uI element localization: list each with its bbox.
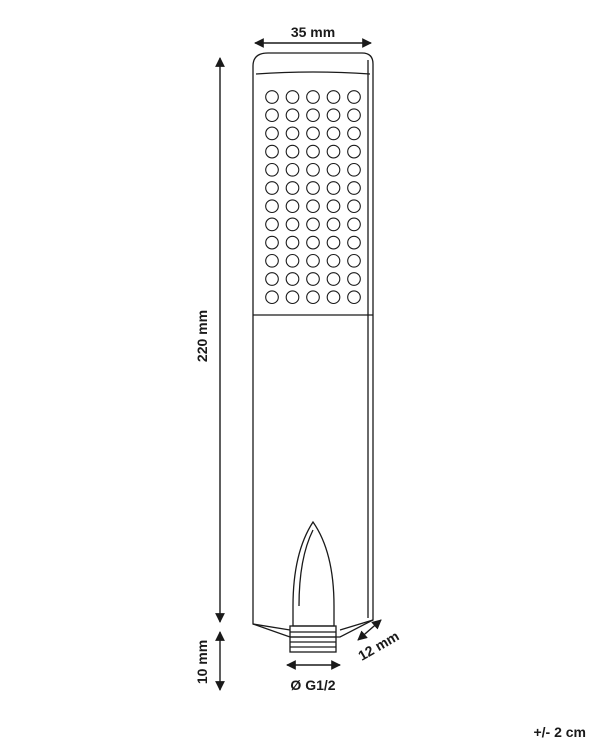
nozzle <box>285 108 300 123</box>
nozzle <box>326 199 341 214</box>
nozzle <box>326 235 341 250</box>
nozzle <box>285 162 300 177</box>
nozzle <box>306 272 320 286</box>
nozzle <box>285 235 300 250</box>
nozzle <box>306 108 320 123</box>
nozzle <box>347 290 361 305</box>
nozzle <box>326 272 341 286</box>
nozzle <box>265 272 279 286</box>
nozzle <box>265 181 279 195</box>
nozzle <box>265 199 279 214</box>
nozzle <box>265 217 279 232</box>
tolerance-note: +/- 2 cm <box>533 724 586 740</box>
nozzle <box>285 181 300 195</box>
nozzle <box>306 144 320 159</box>
nozzle <box>306 181 320 195</box>
nozzle <box>347 272 361 286</box>
nozzle <box>285 199 300 214</box>
nozzle <box>326 126 341 141</box>
nozzle <box>285 272 300 286</box>
nozzle <box>347 217 361 232</box>
nozzle <box>306 235 320 250</box>
nozzle <box>326 162 341 177</box>
nozzle <box>285 90 300 104</box>
nozzle <box>347 126 361 141</box>
nozzle <box>326 144 341 159</box>
nozzle <box>347 235 361 250</box>
width-label: 35 mm <box>291 24 335 40</box>
nozzle <box>306 217 320 232</box>
nozzle <box>265 235 279 250</box>
nozzle <box>265 90 279 104</box>
nozzle <box>326 108 341 123</box>
width-dimension: 35 mm <box>254 24 372 48</box>
nozzle <box>306 199 320 214</box>
thread-dimension: Ø G1/2 <box>286 660 341 693</box>
nozzle <box>265 144 279 159</box>
connector-dimension: 10 mm <box>194 631 225 691</box>
nozzle <box>347 90 361 104</box>
nozzle <box>285 290 300 305</box>
handle-body <box>252 52 374 638</box>
nozzle <box>326 290 341 305</box>
nozzle <box>285 144 300 159</box>
nozzle <box>285 253 300 268</box>
nozzle <box>306 162 320 177</box>
nozzle <box>347 144 361 159</box>
nozzle <box>265 162 279 177</box>
thread-label: Ø G1/2 <box>290 677 335 693</box>
nozzle <box>347 181 361 195</box>
nozzle <box>265 290 279 305</box>
connector-length-label: 10 mm <box>194 640 210 684</box>
nozzle <box>326 253 341 268</box>
nozzle <box>326 90 341 104</box>
nozzle <box>326 217 341 232</box>
length-dimension: 220 mm <box>194 57 225 623</box>
nozzle <box>265 108 279 123</box>
nozzle <box>306 290 320 305</box>
threaded-connector <box>289 625 337 653</box>
length-label: 220 mm <box>194 310 210 362</box>
nozzle <box>265 253 279 268</box>
nozzle <box>306 126 320 141</box>
nozzle <box>306 90 320 104</box>
nozzle <box>285 126 300 141</box>
nozzle-grid <box>265 90 361 305</box>
nozzle <box>326 181 341 195</box>
nozzle <box>347 162 361 177</box>
depth-label: 12 mm <box>355 628 401 664</box>
nozzle <box>265 126 279 141</box>
nozzle <box>306 253 320 268</box>
nozzle <box>347 108 361 123</box>
hose-inlet-detail <box>292 520 335 627</box>
nozzle <box>347 253 361 268</box>
nozzle <box>347 199 361 214</box>
nozzle <box>285 217 300 232</box>
depth-dimension: 12 mm <box>355 619 402 664</box>
